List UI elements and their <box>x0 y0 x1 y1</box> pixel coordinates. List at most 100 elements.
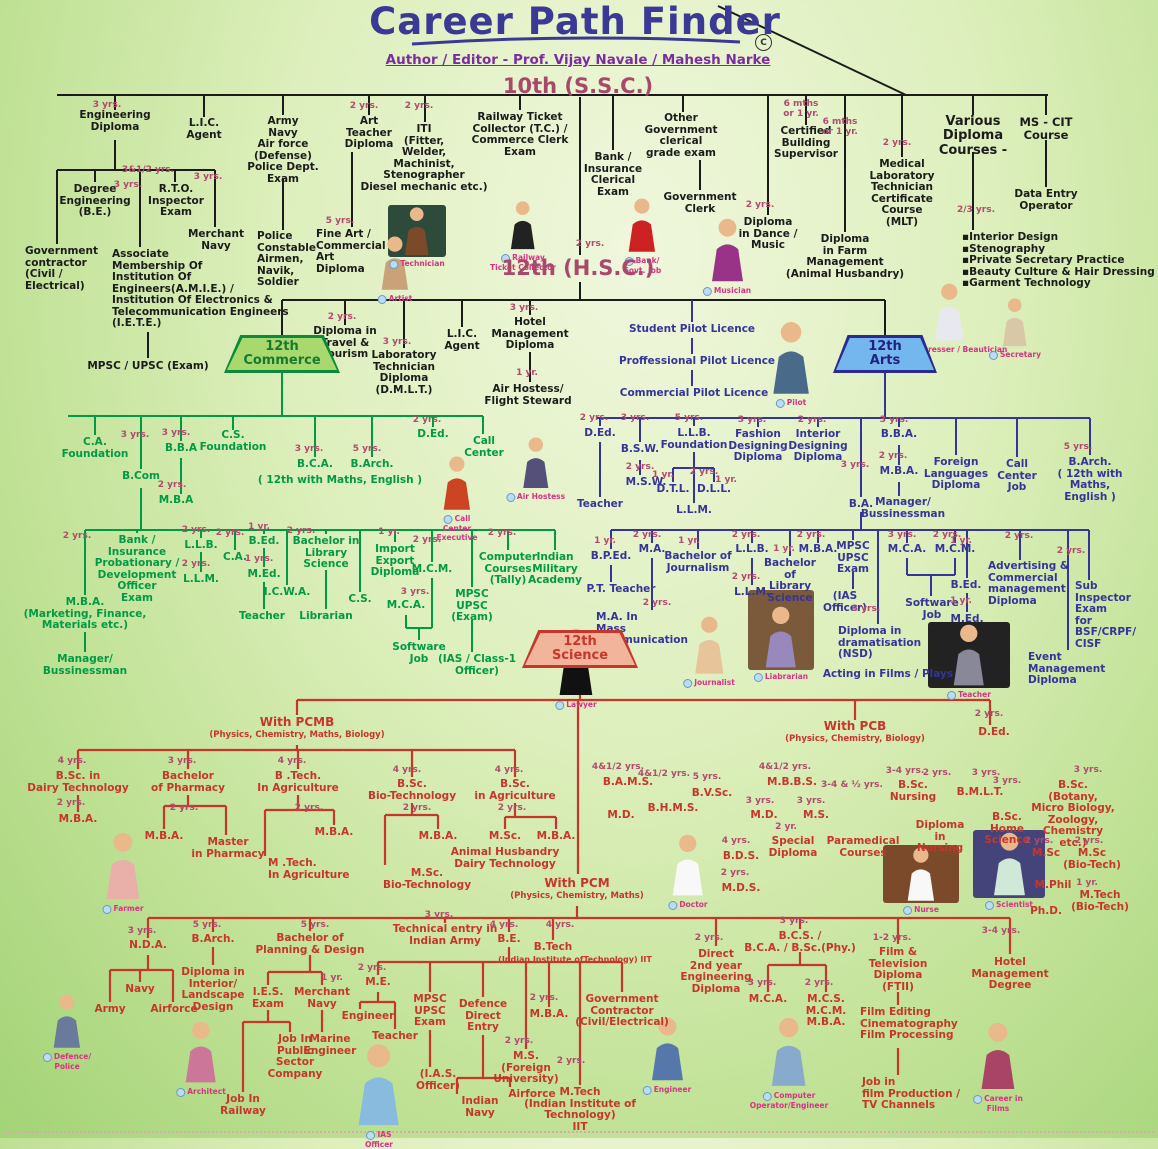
bachelor-of-library-science-node: Bachelor of Library Science <box>764 557 816 604</box>
film-television-diploma-ftii-node: Film & Television Diploma (FTII) <box>868 946 928 993</box>
2-yrs-duration-label: 2 yrs. <box>796 530 826 540</box>
teacher-figure-icon <box>928 622 1010 688</box>
m-c-a-node: M.C.A. <box>748 993 788 1005</box>
computer-courses-tally-node: Computer Courses (Tally) <box>478 551 538 587</box>
1-yr-duration-label: 1 yr. <box>715 475 737 485</box>
l-l-m-node: L.L.M. <box>676 504 712 516</box>
1-yr-duration-label: 1 yr. <box>950 596 972 606</box>
1-yrs-duration-label: 1 yrs. <box>244 554 274 564</box>
l-l-b-node: L.L.B. <box>735 543 769 555</box>
2-yrs-duration-label: 2 yrs. <box>215 528 245 538</box>
mpsc-upsc-exam-node: MPSC UPSC Exam <box>413 993 447 1029</box>
m-ed-node: M.Ed. <box>950 613 984 625</box>
b-s-w-node: B.S.W. <box>620 443 660 455</box>
musician-figure-caption: Musician <box>702 286 751 296</box>
info-dot-icon <box>683 678 693 688</box>
d-t-l-node: D.T.L. <box>656 483 690 495</box>
bachelor-of-journalism-node: Bachelor of Journalism <box>664 550 732 574</box>
4-yrs-duration-label: 4 yrs. <box>721 836 751 846</box>
2-yrs-duration-label: 2 yrs. <box>575 239 605 249</box>
3-yrs-duration-label: 3 yrs. <box>1073 765 1103 775</box>
b-arch-node: B.Arch. <box>350 458 394 470</box>
import-export-diploma-node: Import Export Diploma <box>370 543 420 579</box>
2-yrs-duration-label: 2 yrs. <box>922 768 952 778</box>
farmer-person-icon <box>106 833 140 900</box>
bank-insurance-clerical-exam-node: Bank / Insurance Clerical Exam <box>583 151 643 198</box>
d-ed-node: D.Ed. <box>417 428 449 440</box>
info-dot-icon <box>989 350 999 360</box>
m-b-a-node: M.B.A. <box>536 830 576 842</box>
1-yr-duration-label: 1 yr. <box>950 536 972 546</box>
info-dot-icon <box>762 1091 772 1101</box>
m-b-a-node: M.B.A. <box>418 830 458 842</box>
2-yrs-duration-label: 2 yrs. <box>579 413 609 423</box>
4-yrs-duration-label: 4 yrs. <box>277 756 307 766</box>
m-sc-bio-tech-node: M.Sc (Bio-Tech) <box>1063 847 1121 871</box>
2-yrs-duration-label: 2 yrs. <box>1024 836 1054 846</box>
career-in-films-figure-icon <box>952 1020 1044 1092</box>
3-yrs-duration-label: 3 yrs. <box>620 413 650 423</box>
info-dot-icon <box>366 1130 376 1140</box>
technician-figure-icon <box>388 205 446 257</box>
3-yrs-duration-label: 3 yrs. <box>161 428 191 438</box>
pilot-figure-icon <box>752 312 830 396</box>
trapezoid-fill <box>836 338 934 370</box>
lawyer-figure-caption: Lawyer <box>555 700 597 710</box>
secretary-figure-caption: Secretary <box>989 350 1041 360</box>
special-diploma-node: Special Diploma <box>768 835 818 859</box>
info-dot-icon <box>102 904 112 914</box>
with-pcb-node: With PCB <box>823 719 887 733</box>
defence-police-person-icon <box>53 994 81 1048</box>
commercial-pilot-licence-node: Commercial Pilot Licence <box>619 387 769 399</box>
diploma-in-nursing-node: Diploma in Nursing <box>915 819 965 855</box>
2-yrs-duration-label: 2 yrs. <box>294 803 324 813</box>
c-a-foundation-node: C.A. Foundation <box>61 436 129 460</box>
artist-figure-caption: Artist <box>377 294 412 304</box>
i-e-s-exam-node: I.E.S. Exam <box>252 986 284 1010</box>
1-yr-duration-label: 1 yr. <box>652 470 674 480</box>
teacher-person-icon <box>953 625 985 686</box>
2-yrs-duration-label: 2 yrs. <box>731 572 761 582</box>
b-v-sc-node: B.V.Sc. <box>691 787 733 799</box>
2-yrs-duration-label: 2 yrs. <box>1004 531 1034 541</box>
ias-class-1-officer-node: (IAS / Class-1 Officer) <box>437 653 517 677</box>
farmer-figure-caption: Farmer <box>102 904 144 914</box>
b-c-a-node: B.C.A. <box>297 458 333 470</box>
navy-node: Navy <box>125 983 155 995</box>
ms-cit-course-node: MS - CIT Course <box>1019 115 1073 142</box>
12th-science-stream-badge: 12th Science <box>522 630 638 668</box>
government-contractor-civil--node: Government Contractor (Civil/Electrical) <box>575 993 669 1029</box>
m-sc-node: M.Sc. <box>488 830 522 842</box>
b-h-m-s-node: B.H.M.S. <box>647 802 699 814</box>
bank-govt-job-person-icon <box>628 198 656 252</box>
government-clerk-node: Government Clerk <box>663 191 737 215</box>
5-yrs-duration-label: 5 yrs. <box>300 920 330 930</box>
merchant-navy-node: Merchant Navy <box>293 986 351 1010</box>
career-in-films-figure-caption: Career in Films <box>973 1094 1023 1113</box>
m-c-a-node: M.C.A. <box>887 543 927 555</box>
2-yrs-duration-label: 2 yrs. <box>632 530 662 540</box>
event-management-diploma-node: Event Management Diploma <box>1028 651 1106 687</box>
architect-figure-icon <box>168 1015 234 1085</box>
computer-operator-engineer-figure-caption: Computer Operator/Engineer <box>749 1091 829 1110</box>
bachelor-of-pharmacy-node: Bachelor of Pharmacy <box>151 770 225 794</box>
l-i-c-agent-node: L.I.C. Agent <box>186 117 222 141</box>
3-4-yrs-duration-label: 3-4 & ½ yrs. <box>821 780 883 790</box>
railway-ticket-collector-t-c-node: Railway Ticket Collector (T.C.) / Commer… <box>471 111 569 158</box>
3-yrs-duration-label: 3 yrs. <box>382 337 412 347</box>
b-arch-node: B.Arch. <box>191 933 235 945</box>
2-yrs-duration-label: 2 yrs. <box>642 598 672 608</box>
certified-building-superviso-node: Certified Building Supervisor <box>774 125 838 161</box>
data-entry-operator-node: Data Entry Operator <box>1014 188 1078 212</box>
info-dot-icon <box>903 905 913 915</box>
b-ed-node: B.Ed. <box>950 579 982 591</box>
manager-bussinessman-node: Manager/ Bussinessman <box>860 496 946 520</box>
3-yrs-duration-label: 3 yrs. <box>400 587 430 597</box>
info-dot-icon <box>389 259 399 269</box>
2-yrs-duration-label: 2 yrs. <box>181 559 211 569</box>
3-4-yrs-duration-label: 3-4 yrs. <box>981 926 1021 936</box>
2-yrs-duration-label: 2 yrs. <box>625 462 655 472</box>
defence-police-figure-caption: Defence/ Police <box>42 1052 91 1071</box>
b-arch-12th-with-maths-engli-node: B.Arch. ( 12th with Maths, English ) <box>1057 456 1123 503</box>
